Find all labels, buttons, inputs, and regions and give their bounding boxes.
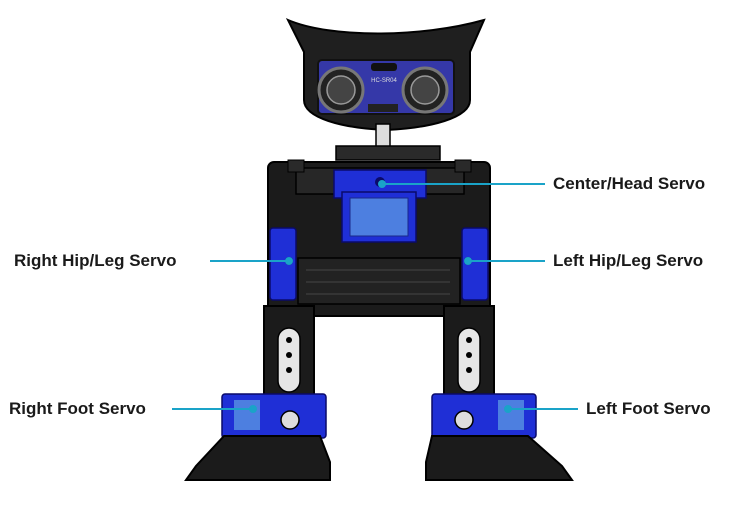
label-left-foot-servo: Left Foot Servo <box>586 399 711 418</box>
left-foot <box>425 435 574 481</box>
right-leg <box>263 305 315 405</box>
right-foot-servo <box>221 393 327 439</box>
right-foot <box>184 435 331 481</box>
left-leg <box>443 305 495 405</box>
sensor-text: HC-SR04 <box>371 78 397 84</box>
neck-plate <box>335 145 441 161</box>
label-left-hip-servo: Left Hip/Leg Servo <box>553 251 704 270</box>
leader-lines <box>172 180 578 413</box>
label-right-foot-servo: Right Foot Servo <box>9 399 146 418</box>
label-center-head-servo: Center/Head Servo <box>553 174 706 193</box>
label-right-hip-servo: Right Hip/Leg Servo <box>14 251 177 270</box>
left-foot-servo <box>431 393 537 439</box>
right-hip-servo <box>269 227 297 301</box>
ultrasonic-sensor: HC-SR04 <box>317 59 455 115</box>
